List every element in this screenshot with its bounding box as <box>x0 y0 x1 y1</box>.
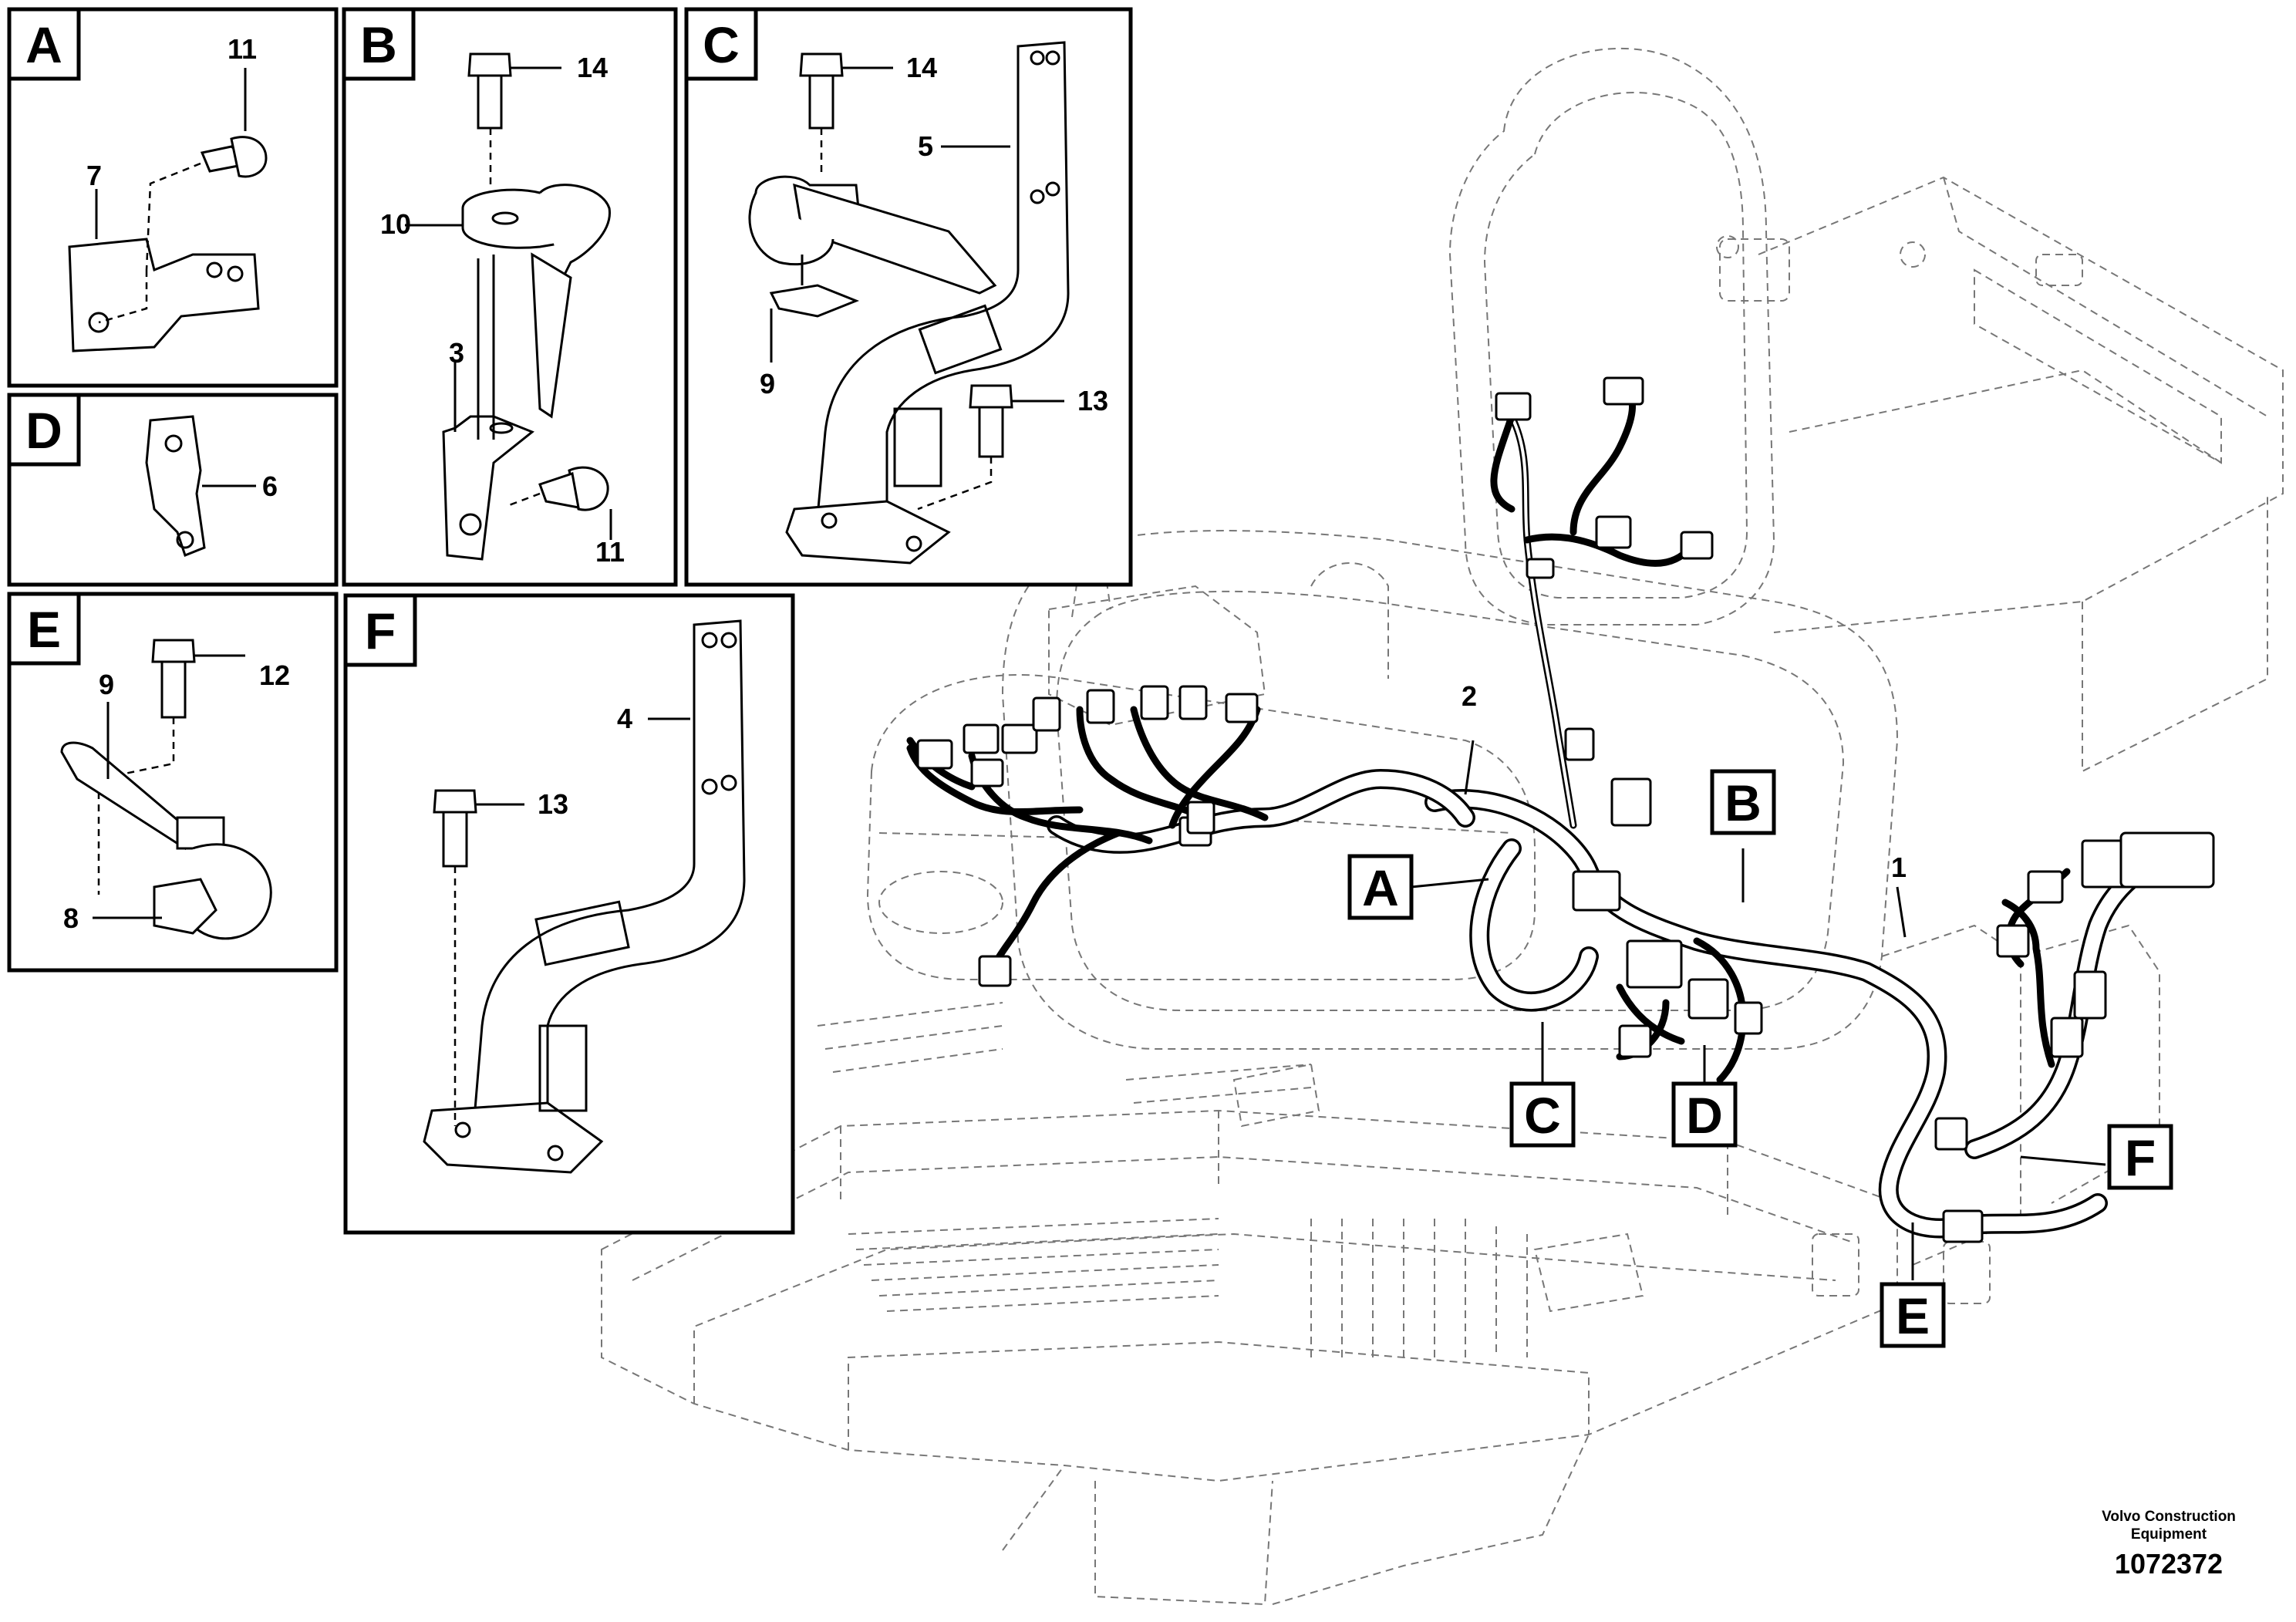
document-number: 1072372 <box>2115 1548 2223 1580</box>
panel-e: E 12 9 8 <box>7 592 339 973</box>
panel-b-letter: B <box>360 16 397 73</box>
panel-a-letter: A <box>25 16 62 73</box>
panel-c-part-13: 13 <box>1077 385 1108 416</box>
footer: Volvo Construction Equipment 1072372 <box>2102 1509 2236 1580</box>
panel-c-part-5: 5 <box>918 130 933 162</box>
panel-c-letter: C <box>703 16 740 73</box>
callout-b: B <box>1725 774 1762 831</box>
panel-f-letter: F <box>365 602 396 659</box>
panel-c-part-14: 14 <box>906 52 937 83</box>
panel-d: D 6 <box>7 393 339 587</box>
panel-d-letter: D <box>25 402 62 459</box>
panel-c-part-9: 9 <box>760 368 775 400</box>
panel-f: F 4 13 <box>343 593 795 1235</box>
panel-f-part-13: 13 <box>538 788 568 820</box>
callout-c: C <box>1524 1087 1561 1144</box>
panel-a-part-7: 7 <box>86 160 102 191</box>
main-part-2: 2 <box>1462 680 1477 712</box>
panel-d-part-6: 6 <box>262 470 278 502</box>
brand-line-1: Volvo Construction <box>2102 1509 2236 1525</box>
panel-b-part-10: 10 <box>380 208 411 240</box>
panel-e-part-12: 12 <box>259 659 290 691</box>
panel-a: A 11 7 <box>7 7 339 388</box>
panel-e-letter: E <box>27 601 61 658</box>
panel-f-part-4: 4 <box>617 703 632 734</box>
main-part-1: 1 <box>1891 851 1907 883</box>
callout-d: D <box>1686 1087 1723 1144</box>
panel-a-part-11: 11 <box>228 33 257 65</box>
panel-e-part-8: 8 <box>63 902 79 934</box>
panel-e-part-9: 9 <box>99 669 114 700</box>
harness-connectors <box>916 376 2215 1243</box>
callout-a: A <box>1362 859 1399 916</box>
brand-line-2: Equipment <box>2131 1526 2207 1543</box>
panel-b: B 10 3 11 14 <box>342 7 678 587</box>
panel-b-part-3: 3 <box>449 337 464 369</box>
callout-f: F <box>2125 1129 2156 1186</box>
panel-b-part-11: 11 <box>595 536 625 568</box>
callout-e: E <box>1896 1287 1930 1344</box>
panel-b-part-14: 14 <box>577 52 608 83</box>
panel-c: C 14 5 9 13 <box>684 7 1133 587</box>
